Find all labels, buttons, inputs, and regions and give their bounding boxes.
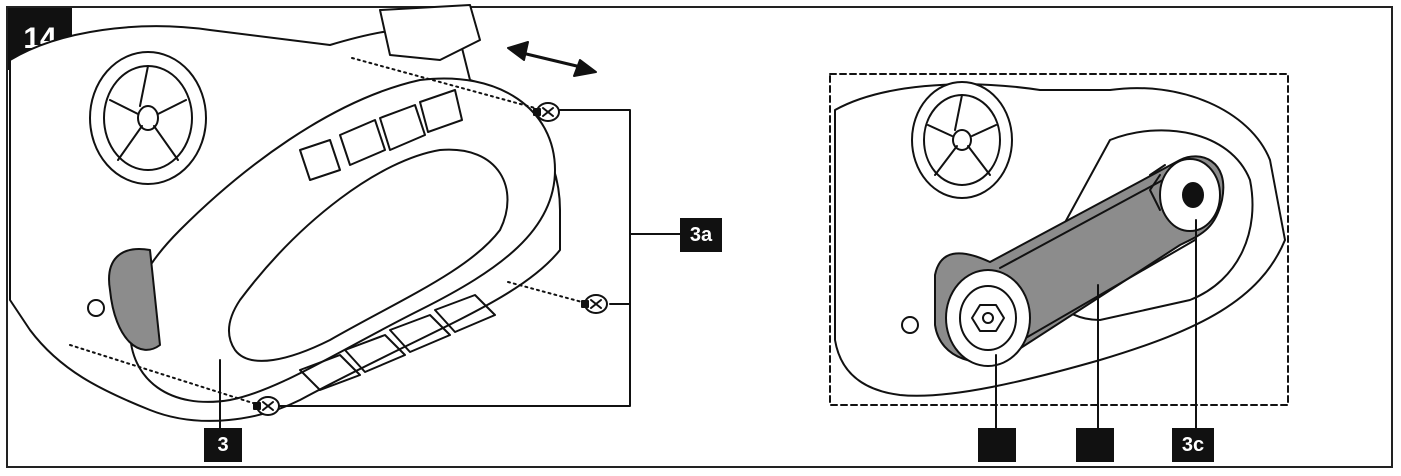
figure-frame [6, 6, 1393, 468]
screw-top [533, 102, 560, 122]
leader-3a [279, 109, 681, 407]
callout-3c: 3c [1172, 428, 1214, 462]
fan-grille [89, 51, 207, 185]
detail-frame [829, 73, 1289, 406]
handle-top [379, 4, 481, 61]
screw-middle [581, 294, 608, 314]
move-direction-arrow [507, 41, 597, 77]
drive-belt-left [108, 248, 161, 351]
dotted-guide-top [351, 57, 536, 109]
dotted-guide-bottom [69, 344, 257, 405]
motor-pulley [1149, 158, 1221, 232]
belt-cover [129, 77, 556, 403]
callout-3: 3 [204, 428, 242, 462]
callout-3a: 3a [680, 218, 722, 252]
dotted-guide-middle [507, 281, 583, 303]
detail-housing-screw [901, 316, 919, 334]
housing-screw [87, 299, 105, 317]
drive-pulley [945, 269, 1031, 367]
callout-3b-right [1076, 428, 1114, 462]
detail-fan [911, 81, 1013, 199]
callout-3b-left [978, 428, 1016, 462]
